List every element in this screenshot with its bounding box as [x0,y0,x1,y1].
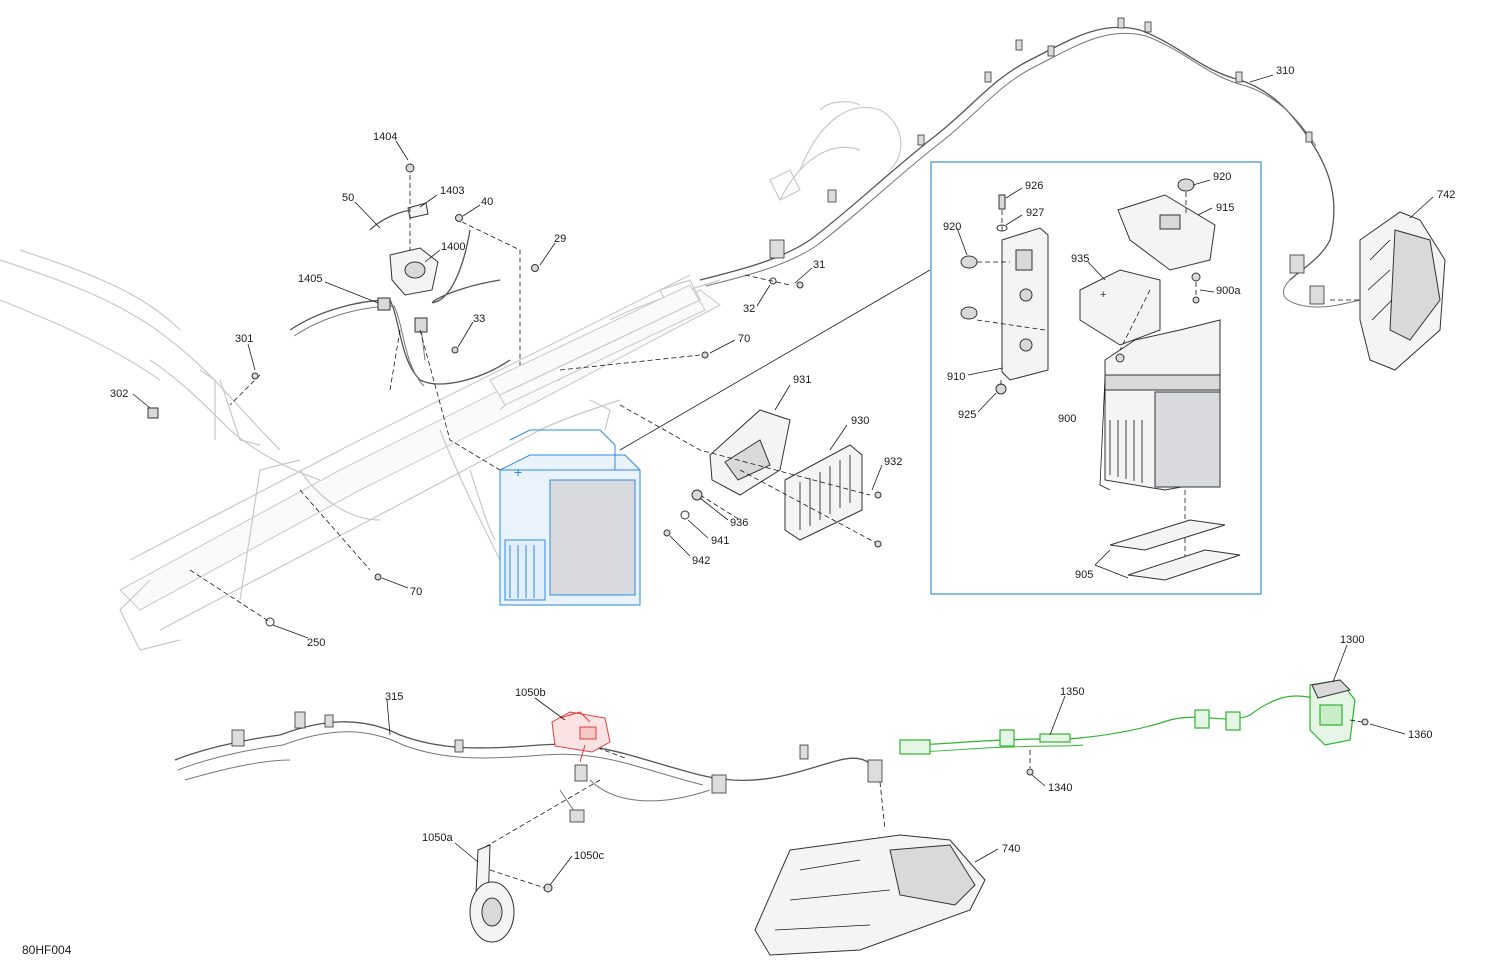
wire-harness-1350-highlighted [899,679,1356,755]
callout-920-right: 920 [1213,171,1231,183]
callout-1360: 1360 [1408,729,1432,741]
callout-910: 910 [947,371,965,383]
callout-920-left: 920 [943,221,961,233]
callout-29: 29 [554,233,566,245]
figure-reference-code: 80HF004 [22,943,72,957]
svg-text:+: + [514,464,522,480]
frame-rail [147,274,804,627]
callout-942: 942 [692,555,710,567]
callout-1403: 1403 [440,185,464,197]
callout-301: 301 [235,333,253,345]
callout-930: 930 [851,415,869,427]
callout-1350: 1350 [1060,686,1084,698]
callout-50: 50 [342,192,354,204]
callout-925: 925 [958,409,976,421]
callout-900: 900 [1058,413,1076,425]
callout-labels: 1404 1403 50 40 1400 29 1405 33 31 32 70… [110,65,1455,862]
callout-250: 250 [307,637,325,649]
callout-1300: 1300 [1340,634,1364,646]
callout-935: 935 [1071,253,1089,265]
callout-740: 740 [1002,843,1020,855]
callout-1404: 1404 [373,131,397,143]
headlight-740 [754,834,986,956]
battery-detail-box: + [930,161,1262,595]
callout-1050a: 1050a [422,832,453,844]
callout-31: 31 [813,259,825,271]
callout-315: 315 [385,691,403,703]
callout-1405: 1405 [298,273,322,285]
part-1050b-highlighted [551,711,611,763]
callout-742: 742 [1437,189,1455,201]
leader-lines [132,74,1434,886]
callout-941: 941 [711,535,729,547]
callout-70-upper: 70 [738,333,750,345]
callout-932: 932 [884,456,902,468]
wire-harness-310 [699,17,1375,308]
callout-927: 927 [1026,207,1044,219]
callout-1050b: 1050b [515,687,546,699]
battery-detail-leader [619,269,931,451]
callout-302: 302 [110,388,128,400]
callout-1400: 1400 [441,241,465,253]
callout-931: 931 [793,374,811,386]
callout-936: 936 [730,517,748,529]
callout-40: 40 [481,196,493,208]
callout-32: 32 [743,303,755,315]
battery-highlighted: + [499,429,641,606]
callout-1340: 1340 [1048,782,1072,794]
callout-33: 33 [473,313,485,325]
wire-harness-315 [174,711,886,851]
regulator-assembly [619,404,882,548]
callout-70-lower: 70 [410,586,422,598]
callout-926: 926 [1025,180,1043,192]
horn-1050a [469,844,553,943]
callout-1050c: 1050c [574,850,604,862]
callout-915: 915 [1216,202,1234,214]
headlight-742 [1359,211,1446,371]
frame-ghost [0,101,902,651]
module-1300-detail [1026,679,1369,776]
battery-cable-group [289,163,539,471]
callout-310: 310 [1276,65,1294,77]
callout-900a: 900a [1216,285,1241,297]
callout-905: 905 [1075,569,1093,581]
svg-text:+: + [1100,289,1106,301]
